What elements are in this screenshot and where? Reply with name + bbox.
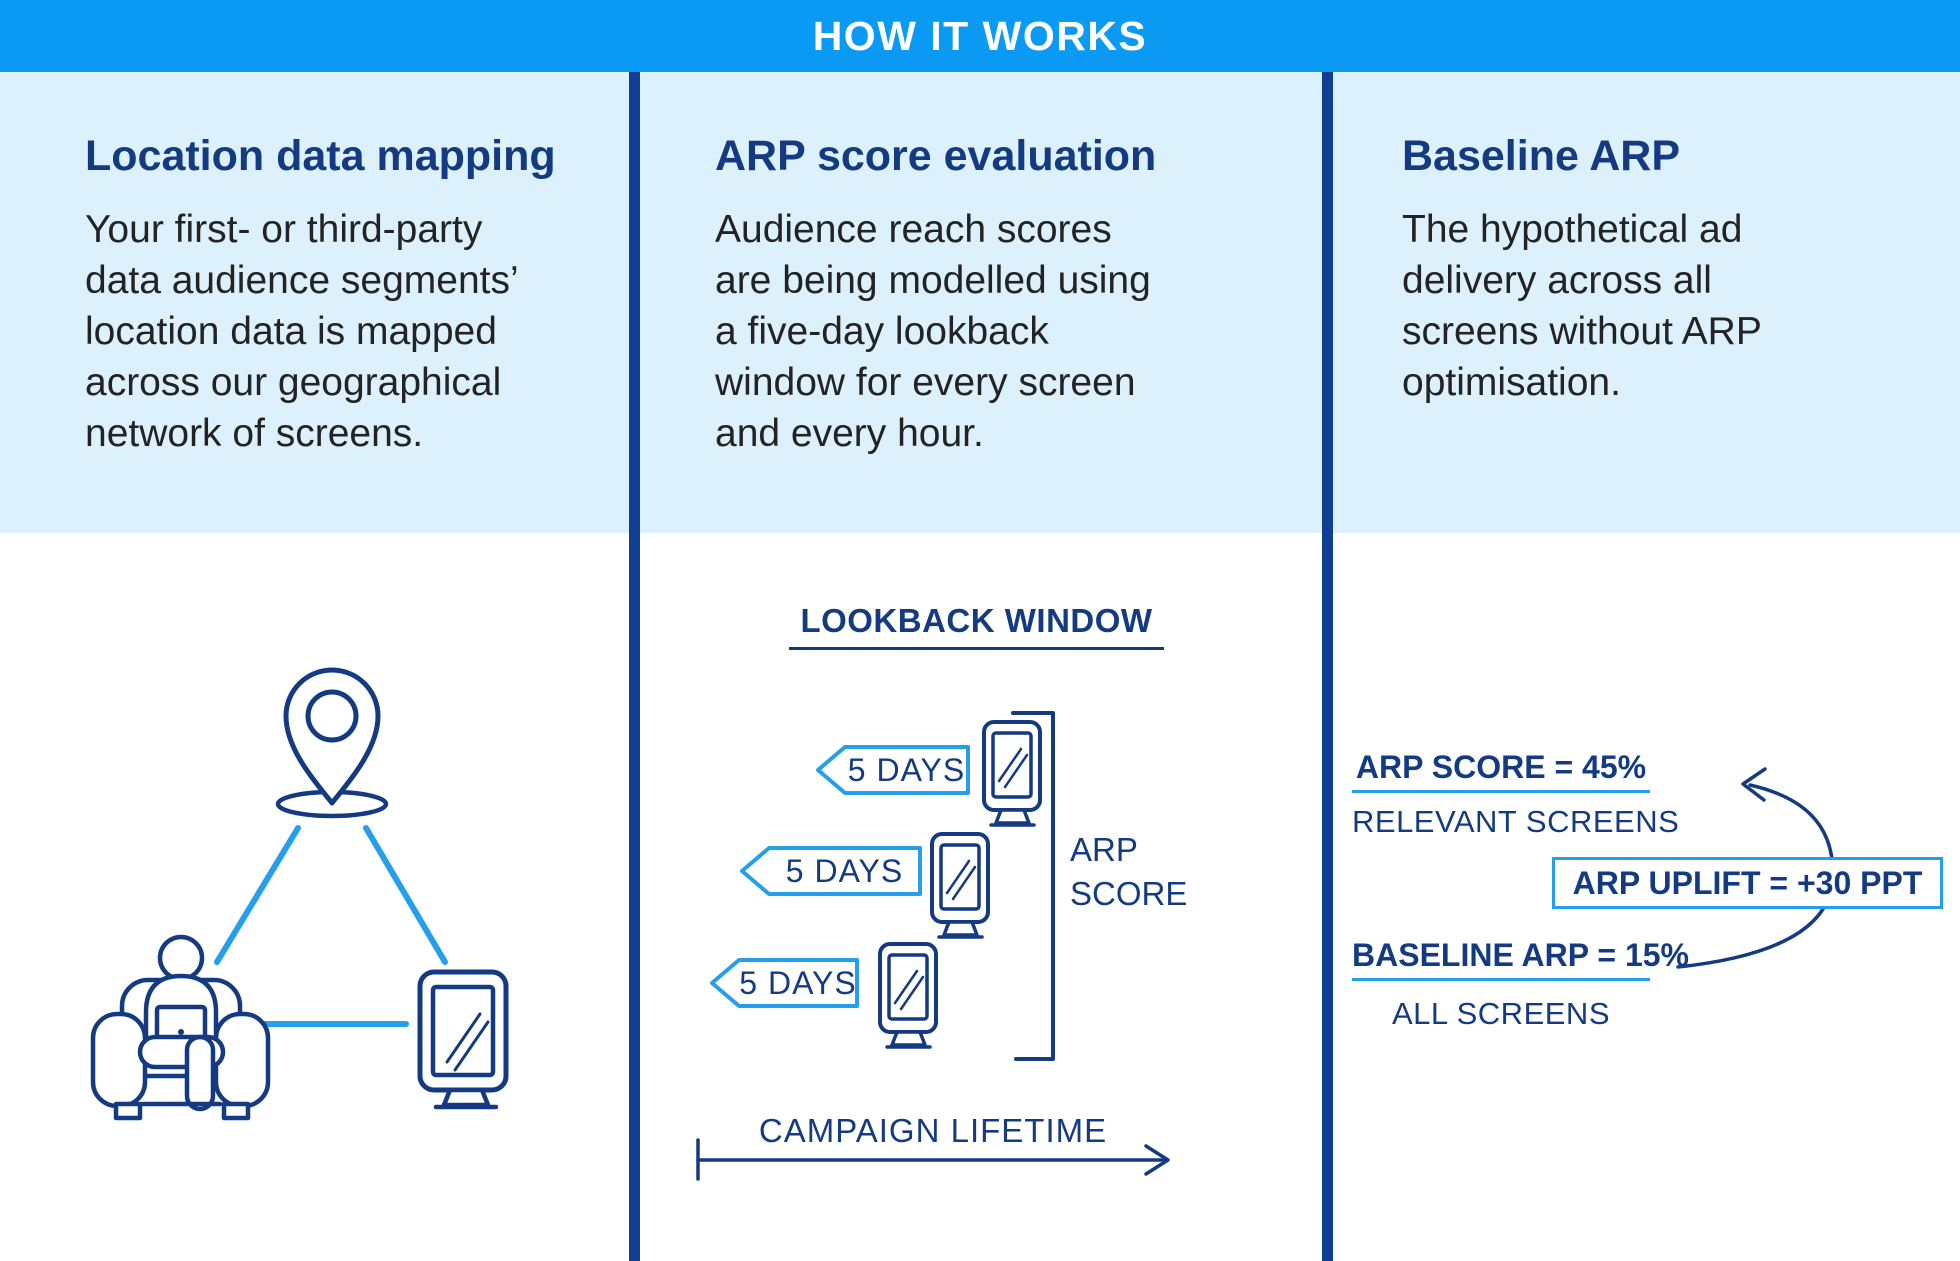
lookback-window-heading: LOOKBACK WINDOW (789, 602, 1164, 650)
column1-title: Location data mapping (85, 132, 556, 180)
arp-score-value: ARP SCORE = 45% (1355, 749, 1647, 785)
arp-score-underline (1352, 790, 1650, 793)
location-mapping-illustration (90, 667, 509, 1121)
person-in-armchair-icon (90, 934, 271, 1121)
location-pin-icon (275, 667, 389, 819)
connection-lines (214, 825, 448, 1027)
header-bar: HOW IT WORKS (0, 0, 1960, 72)
digital-screen-icon (982, 720, 1042, 827)
lookback-tag-shape (816, 745, 970, 795)
column3-title: Baseline ARP (1402, 132, 1681, 180)
baseline-arp-underline (1352, 978, 1650, 981)
tag-label: 5 DAYS (847, 752, 966, 788)
digital-screen-icon (878, 942, 938, 1049)
tag-label: 5 DAYS (785, 853, 904, 889)
tag-label: 5 DAYS (739, 965, 857, 1001)
digital-screen-icon (930, 832, 990, 939)
page-title: HOW IT WORKS (812, 13, 1148, 59)
campaign-lifetime-arrow (696, 1138, 1170, 1181)
all-screens-label: ALL SCREENS (1392, 996, 1610, 1031)
column3-body: The hypothetical ad delivery across all … (1402, 208, 1762, 404)
arp-score-bracket-label: ARP SCORE (1070, 831, 1188, 912)
column-divider-right (1322, 72, 1333, 1261)
lookback-diagram (696, 711, 1170, 1181)
campaign-lifetime-label: CAMPAIGN LIFETIME (758, 1112, 1108, 1149)
column1-body: Your first- or third-party data audience… (85, 208, 519, 455)
column-divider-left (629, 72, 640, 1261)
column2-body: Audience reach scores are being modelled… (715, 208, 1151, 455)
top-panel-background (0, 72, 1960, 533)
digital-screen-icon (417, 969, 509, 1110)
arp-score-bracket (1011, 711, 1055, 1061)
arp-uplift-box: ARP UPLIFT = +30 PPT (1552, 857, 1943, 909)
relevant-screens-label: RELEVANT SCREENS (1352, 804, 1680, 839)
baseline-arp-value: BASELINE ARP = 15% (1352, 937, 1689, 973)
lookback-tag-shape (740, 846, 922, 896)
column2-title: ARP score evaluation (715, 132, 1157, 180)
lookback-tag-shape (710, 958, 859, 1008)
